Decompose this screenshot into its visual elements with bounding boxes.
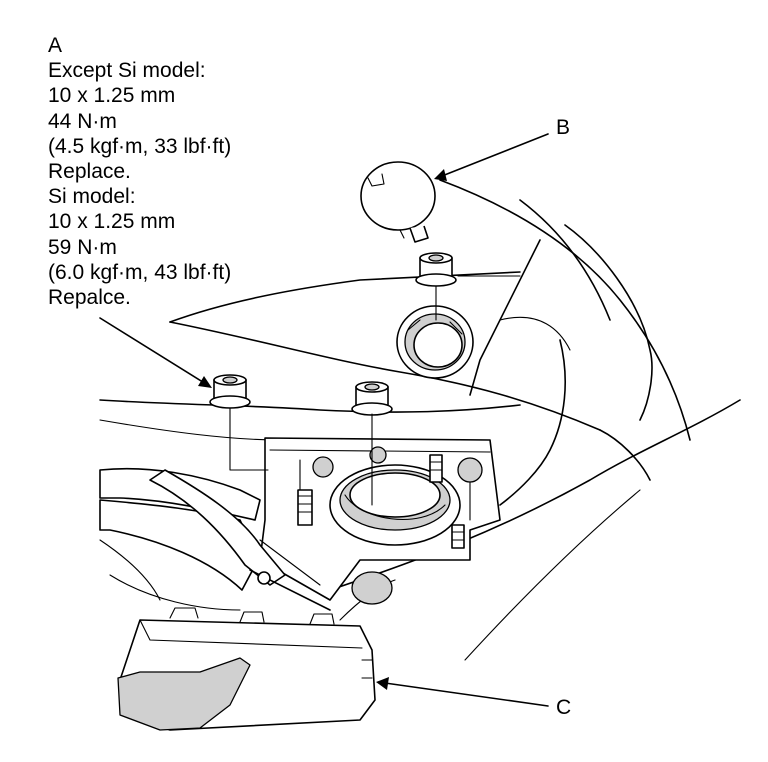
cowl-cover-part (117, 607, 376, 731)
callout-c-label: C (556, 696, 572, 719)
linkage-arm (99, 467, 331, 611)
callout-a-line: 10 x 1.25 mm (48, 210, 176, 234)
alignment-lines (229, 275, 521, 506)
cap-part (360, 161, 436, 243)
callout-a-text: A Except Si model: 10 x 1.25 mm 44 N·m (… (48, 33, 231, 310)
leader-arrows (99, 133, 549, 707)
flange-nut-left (209, 374, 251, 409)
damper-mount-bracket (259, 437, 501, 605)
callout-a-line: Repalce. (48, 285, 131, 309)
callout-a-line: Si model: (48, 185, 136, 209)
callout-a-line: Except Si model: (48, 59, 206, 83)
callout-a-line: 59 N·m (48, 235, 117, 259)
callout-b-label: B (556, 116, 571, 139)
flange-nut-middle (351, 381, 393, 416)
callout-a-line: 10 x 1.25 mm (48, 84, 176, 108)
flange-nut-top (415, 252, 457, 287)
callout-a-line: (6.0 kgf·m, 43 lbf·ft) (48, 260, 232, 284)
strut-tower-opening (396, 305, 474, 379)
callout-a-line: Replace. (48, 159, 131, 183)
callout-a-letter: A (48, 34, 63, 57)
body-outline (99, 179, 741, 661)
callout-a-line: 44 N·m (48, 109, 117, 133)
callout-a-line: (4.5 kgf·m, 33 lbf·ft) (48, 134, 232, 158)
